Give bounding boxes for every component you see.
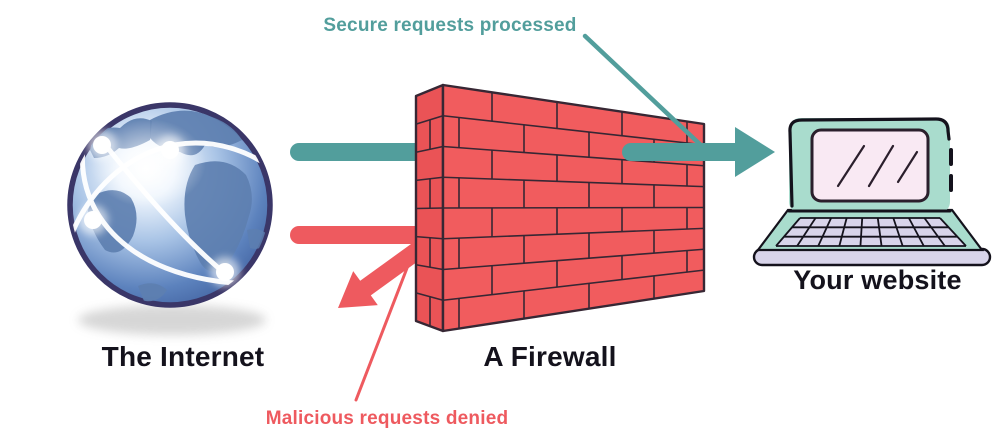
secure-arrow-out — [622, 127, 775, 177]
screen-shine-slashes — [836, 144, 919, 188]
firewall-label: A Firewall — [483, 341, 617, 372]
brick-wall-icon — [414, 83, 706, 333]
internet-label: The Internet — [101, 341, 265, 372]
globe-network-icon — [67, 102, 273, 335]
malicious-requests-annotation: Malicious requests denied — [265, 408, 509, 429]
laptop-keyboard-grid — [775, 217, 967, 247]
secure-pointer-line — [582, 33, 709, 153]
globe-shadow — [78, 305, 266, 335]
brick-pattern — [415, 92, 705, 329]
laptop-icon — [752, 117, 992, 267]
laptop-lid-outline — [788, 117, 951, 208]
laptop-base — [752, 247, 992, 267]
secure-arrowhead — [735, 127, 775, 177]
malicious-pointer-line — [354, 248, 416, 402]
laptop-screen — [810, 128, 930, 203]
secure-requests-annotation: Secure requests processed — [323, 15, 577, 36]
website-label: Your website — [793, 265, 962, 295]
laptop-keys-area — [776, 218, 966, 246]
globe-highlight — [90, 119, 206, 207]
malicious-deflected-arrow — [338, 237, 431, 308]
